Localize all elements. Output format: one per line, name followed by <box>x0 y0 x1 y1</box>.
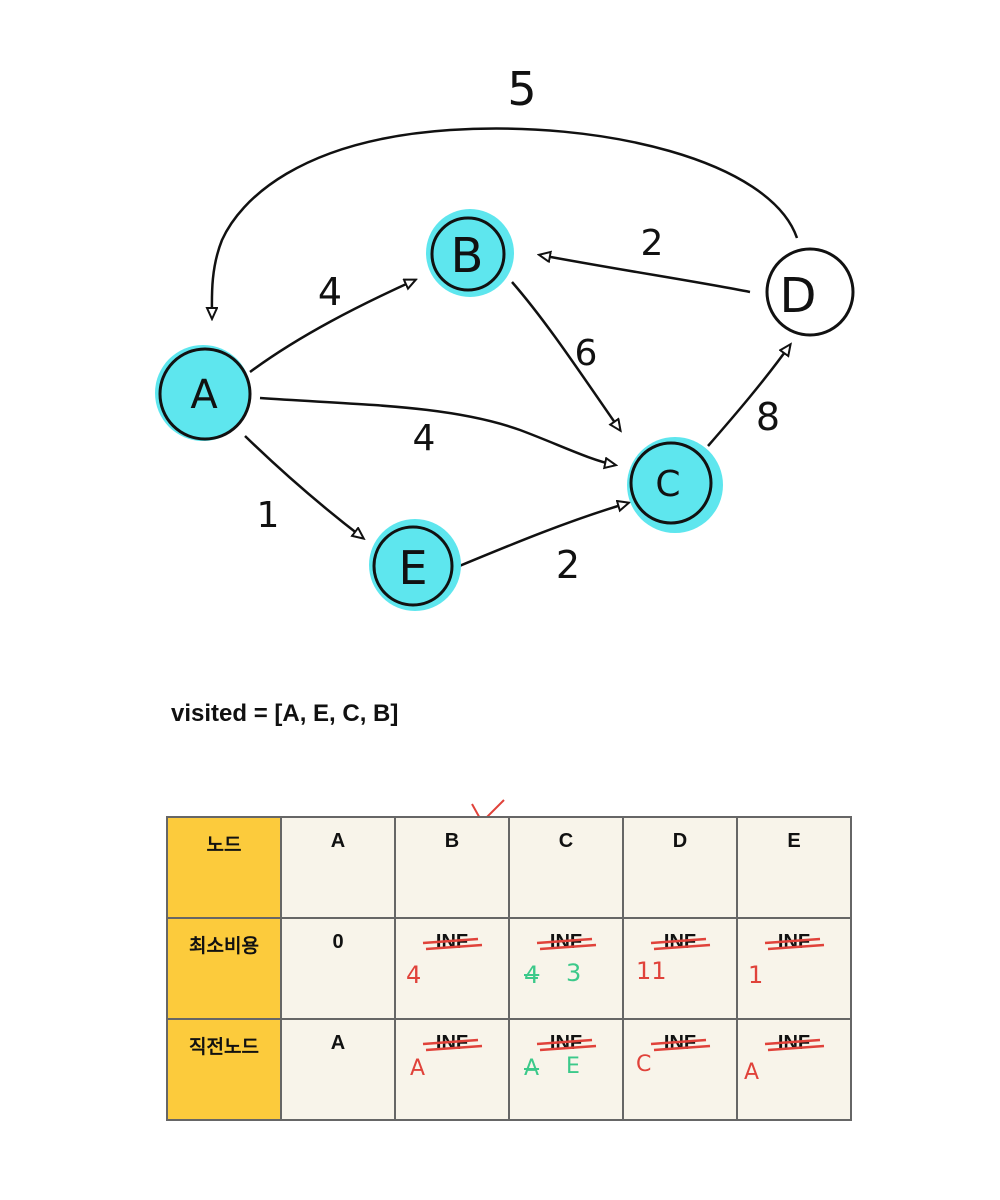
edge-b-to-c <box>511 281 620 430</box>
prev-cell-e: INF A <box>736 1018 852 1121</box>
dijkstra-table: 노드 A B C D E 최소비용 0 INF 4 INF 4 3 INF 11… <box>166 816 852 1121</box>
prev-e-note: A <box>744 1060 760 1085</box>
cost-cell-e: INF 1 <box>736 917 852 1020</box>
header-node-c: C <box>508 816 624 919</box>
weight-e-c: 2 <box>556 543 580 587</box>
cost-cell-b: INF 4 <box>394 917 510 1020</box>
cost-cell-c: INF 4 3 <box>508 917 624 1020</box>
prev-cell-b: INF A <box>394 1018 510 1121</box>
prev-c-old-note: A <box>524 1056 540 1081</box>
graph-diagram: A B C D E 5 4 2 6 4 8 1 2 <box>155 62 855 611</box>
prev-c-new-note: E <box>566 1054 580 1079</box>
node-e-label: E <box>398 541 427 595</box>
node-d-label: D <box>780 268 817 324</box>
edge-a-to-b <box>249 280 415 374</box>
edge-e-to-c <box>456 503 628 569</box>
weight-d-b: 2 <box>641 223 664 264</box>
weight-b-c: 6 <box>575 333 598 374</box>
cost-b-note: 4 <box>406 961 422 989</box>
header-node-label: 노드 <box>166 816 282 919</box>
cost-d-note: 11 <box>636 957 667 985</box>
header-node-a: A <box>280 816 396 919</box>
node-d: D <box>765 247 855 337</box>
row-label-prev: 직전노드 <box>166 1018 282 1121</box>
edge-a-to-e <box>244 435 363 538</box>
row-label-cost: 최소비용 <box>166 917 282 1020</box>
weight-a-e: 1 <box>257 495 280 536</box>
edge-c-to-d <box>707 345 790 447</box>
prev-b-note: A <box>410 1056 426 1081</box>
cost-c-old-note: 4 <box>524 961 540 989</box>
edge-d-to-b <box>540 255 751 294</box>
cost-c-new-note: 3 <box>566 959 582 987</box>
edge-d-to-a <box>212 127 799 318</box>
node-a: A <box>155 345 252 441</box>
prev-cell-c: INF A E <box>508 1018 624 1121</box>
node-e: E <box>369 519 461 611</box>
weight-a-b: 4 <box>318 270 342 314</box>
node-b: B <box>426 209 514 297</box>
visited-list: visited = [A, E, C, B] <box>171 700 399 727</box>
header-node-d: D <box>622 816 738 919</box>
node-a-label: A <box>190 372 218 418</box>
prev-cell-d: INF C <box>622 1018 738 1121</box>
weight-d-a: 5 <box>507 62 536 116</box>
node-b-label: B <box>451 228 484 284</box>
table-header-row: 노드 A B C D E <box>166 816 852 919</box>
header-node-b: B <box>394 816 510 919</box>
header-node-e: E <box>736 816 852 919</box>
edge-a-to-c <box>259 396 615 465</box>
prev-d-note: C <box>636 1052 652 1077</box>
table-row-cost: 최소비용 0 INF 4 INF 4 3 INF 11 INF 1 <box>166 917 852 1020</box>
node-c: C <box>627 437 723 533</box>
table-row-prev: 직전노드 A INF A INF A E INF C INF A <box>166 1018 852 1121</box>
prev-cell-a: A <box>280 1018 396 1121</box>
cost-cell-d: INF 11 <box>622 917 738 1020</box>
node-c-label: C <box>655 464 680 505</box>
weight-c-d: 8 <box>756 395 780 439</box>
weight-a-c: 4 <box>413 418 436 459</box>
cost-e-note: 1 <box>748 961 764 989</box>
cost-cell-a: 0 <box>280 917 396 1020</box>
